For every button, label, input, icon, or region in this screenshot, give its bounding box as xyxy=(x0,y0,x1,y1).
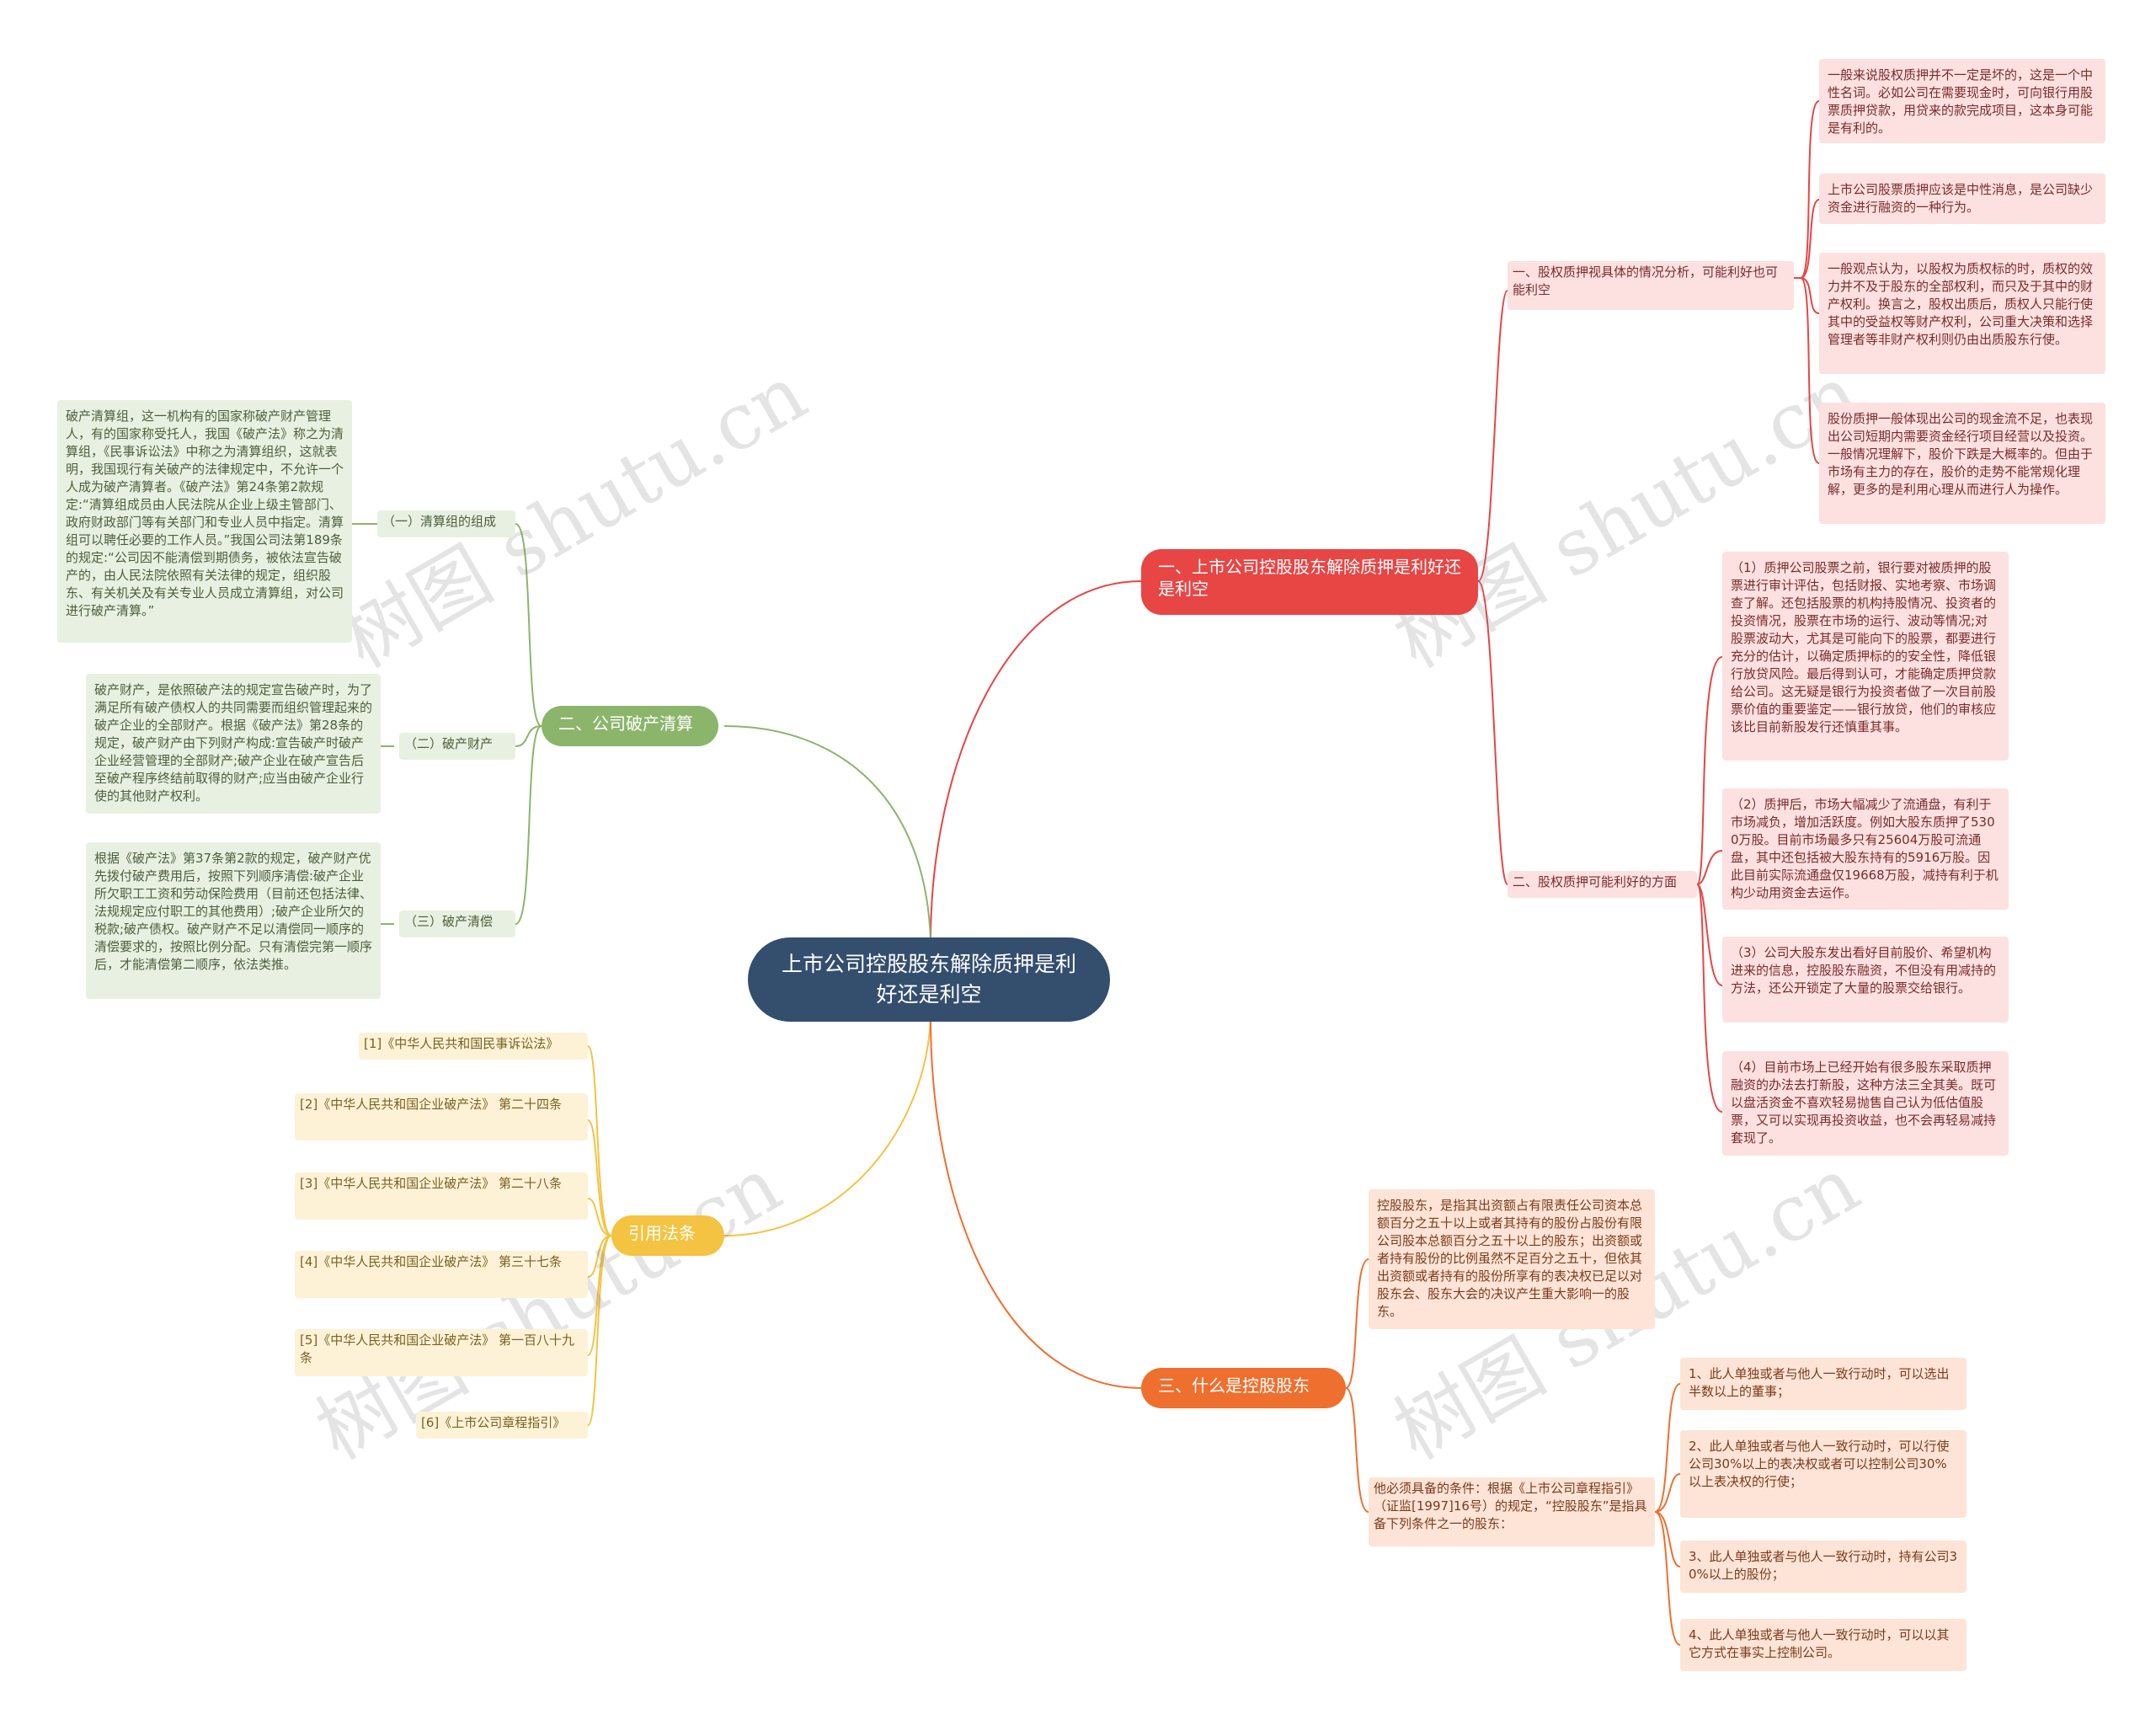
condition-item[interactable]: 1、此人单独或者与他人一致行动时，可以选出半数以上的董事； xyxy=(1680,1358,1967,1410)
branch-cited-laws[interactable]: 引用法条 xyxy=(611,1215,724,1256)
sub-topic-positive-aspects[interactable]: 二、股权质押可能利好的方面 xyxy=(1508,871,1697,898)
sub-topic-liquidation-group[interactable]: （一）清算组的组成 xyxy=(377,510,515,537)
leaf-bullish-signal[interactable]: （3）公司大股东发出看好目前股价、希望机构进来的信息，控股股东融资，不但没有用减… xyxy=(1722,937,2009,1023)
leaf-ipo-financing[interactable]: （4）目前市场上已经开始有很多股东采取质押融资的办法去打新股，这种方法三全其美。… xyxy=(1722,1051,2009,1156)
leaf-neutral-term[interactable]: 一般来说股权质押并不一定是坏的，这是一个中性名词。必如公司在需要现金时，可向银行… xyxy=(1819,59,2105,143)
leaf-float-reduction[interactable]: （2）质押后，市场大幅减少了流通盘，有利于市场减负，增加活跃度。例如大股东质押了… xyxy=(1722,788,2009,910)
leaf-bankruptcy-property[interactable]: 破产财产，是依照破产法的规定宣告破产时，为了满足所有破产债权人的共同需要而组织管… xyxy=(86,674,381,814)
sub-topic-bankruptcy-repayment[interactable]: （三）破产清偿 xyxy=(399,911,515,937)
root-topic[interactable]: 上市公司控股股东解除质押是利好还是利空 xyxy=(748,937,1110,1022)
condition-item[interactable]: 4、此人单独或者与他人一致行动时，可以以其它方式在事实上控制公司。 xyxy=(1680,1619,1967,1671)
leaf-pledge-rights[interactable]: 一般观点认为，以股权为质权标的时，质权的效力并不及于股东的全部权利，而只及于其中… xyxy=(1819,253,2105,374)
leaf-cash-flow[interactable]: 股份质押一般体现出公司的现金流不足，也表现出公司短期内需要资金经行项目经营以及投… xyxy=(1819,403,2105,524)
law-item[interactable]: [6]《上市公司章程指引》 xyxy=(416,1412,588,1439)
law-item[interactable]: [5]《中华人民共和国企业破产法》 第一百八十九条 xyxy=(295,1329,588,1376)
leaf-bank-audit[interactable]: （1）质押公司股票之前，银行要对被质押的股票进行审计评估，包括财报、实地考察、市… xyxy=(1722,552,2009,761)
branch-bankruptcy-liquidation[interactable]: 二、公司破产清算 xyxy=(542,706,718,746)
sub-topic-bankruptcy-property[interactable]: （二）破产财产 xyxy=(399,733,515,760)
condition-item[interactable]: 3、此人单独或者与他人一致行动时，持有公司30%以上的股份； xyxy=(1680,1541,1967,1593)
branch-controlling-shareholder[interactable]: 三、什么是控股股东 xyxy=(1141,1368,1346,1408)
law-item[interactable]: [1]《中华人民共和国民事诉讼法》 xyxy=(359,1033,588,1060)
law-item[interactable]: [3]《中华人民共和国企业破产法》 第二十八条 xyxy=(295,1172,588,1220)
leaf-controlling-definition[interactable]: 控股股东，是指其出资额占有限责任公司资本总额百分之五十以上或者其持有的股份占股份… xyxy=(1369,1189,1655,1329)
leaf-bankruptcy-repayment[interactable]: 根据《破产法》第37条第2款的规定，破产财产优先拨付破产费用后，按照下列顺序清偿… xyxy=(86,842,381,999)
condition-item[interactable]: 2、此人单独或者与他人一致行动时，可以行使公司30%以上的表决权或者可以控制公司… xyxy=(1680,1430,1967,1518)
law-item[interactable]: [2]《中华人民共和国企业破产法》 第二十四条 xyxy=(295,1093,588,1140)
law-item[interactable]: [4]《中华人民共和国企业破产法》 第三十七条 xyxy=(295,1251,588,1298)
sub-topic-conditions[interactable]: 他必须具备的条件：根据《上市公司章程指引》（证监[1997]16号）的规定，“控… xyxy=(1369,1477,1655,1546)
leaf-neutral-news[interactable]: 上市公司股票质押应该是中性消息，是公司缺少资金进行融资的一种行为。 xyxy=(1819,174,2105,224)
sub-topic-case-analysis[interactable]: 一、股权质押视具体的情况分析，可能利好也可能利空 xyxy=(1508,261,1794,310)
branch-pledge-impact[interactable]: 一、上市公司控股股东解除质押是利好还是利空 xyxy=(1141,549,1478,615)
leaf-liquidation-group[interactable]: 破产清算组，这一机构有的国家称破产财产管理人，有的国家称受托人，我国《破产法》称… xyxy=(57,400,352,643)
